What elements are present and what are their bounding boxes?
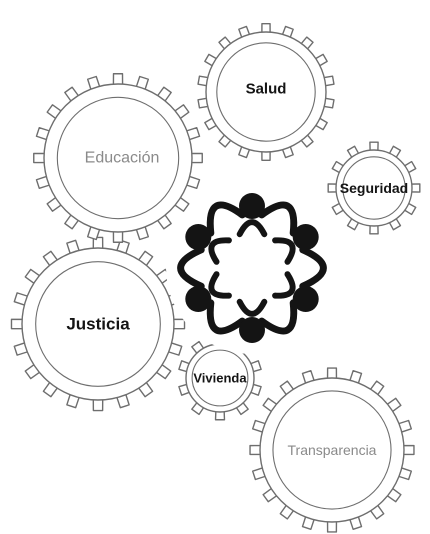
gear-label-educacion: Educación <box>85 150 160 167</box>
gear-justicia <box>10 236 186 412</box>
person-head <box>185 286 212 312</box>
person-head <box>185 224 212 250</box>
person-body <box>236 298 268 317</box>
linked-arm <box>177 246 205 290</box>
gear-teeth <box>327 141 421 235</box>
person-head <box>292 224 319 250</box>
gears-layer <box>10 23 421 533</box>
person-body <box>272 237 296 265</box>
person-body <box>208 237 232 265</box>
gear-rim <box>43 83 193 233</box>
person-body <box>236 219 268 238</box>
gear-inner-ring <box>272 390 392 510</box>
person-head <box>239 317 265 343</box>
gear-inner-ring <box>56 96 180 220</box>
gear-rim <box>205 31 327 153</box>
person-head <box>239 193 265 219</box>
gear-educacion <box>33 73 203 243</box>
gear-rim <box>335 149 413 227</box>
gear-salud <box>197 23 335 161</box>
gear-teeth <box>33 73 203 243</box>
linked-arm <box>258 299 298 335</box>
linked-arm <box>206 299 246 335</box>
gear-seguridad <box>327 141 421 235</box>
gear-label-seguridad: Seguridad <box>340 180 408 196</box>
gear-inner-ring <box>35 261 161 387</box>
gear-teeth <box>197 23 335 161</box>
linked-people-circle-icon <box>166 182 338 354</box>
gear-rim <box>259 377 405 523</box>
gear-teeth <box>249 367 415 533</box>
gear-label-justicia: Justicia <box>66 315 130 334</box>
gear-inner-ring <box>216 42 316 142</box>
gear-inner-ring <box>342 156 406 220</box>
person-body <box>208 271 232 299</box>
linked-arm <box>258 201 298 237</box>
gear-inner-ring <box>191 349 249 407</box>
person-head <box>292 286 319 312</box>
linked-arm <box>206 201 246 237</box>
gear-label-transparencia: Transparencia <box>288 442 377 458</box>
gear-label-salud: Salud <box>246 81 287 98</box>
gear-labels: Salud Educación Seguridad Justicia Vivie… <box>66 81 408 459</box>
gear-label-vivienda: Vivienda <box>193 371 247 386</box>
linked-arm <box>299 246 327 290</box>
person-body <box>272 271 296 299</box>
gear-transparencia <box>249 367 415 533</box>
gear-rim <box>21 247 175 401</box>
